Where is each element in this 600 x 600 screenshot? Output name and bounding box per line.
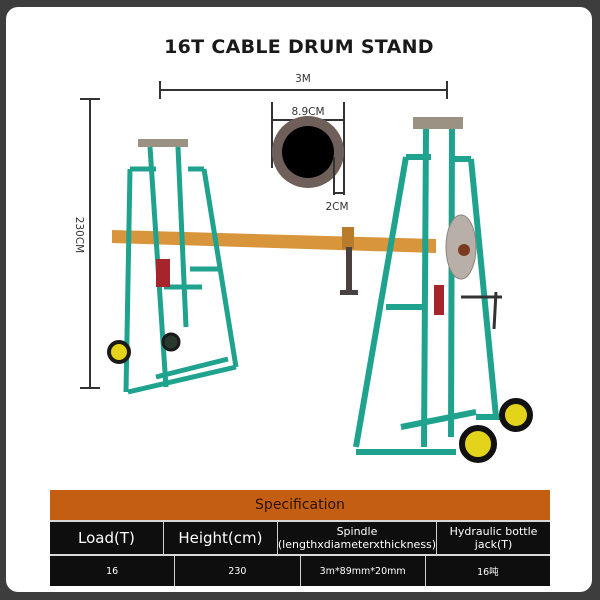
- col-header-spindle: Spindle (lengthxdiameterxthickness): [276, 522, 437, 554]
- spindle: [112, 227, 436, 295]
- diameter-label: 8.9CM: [291, 106, 324, 118]
- cell-spindle: 3m*89mm*20mm: [299, 556, 425, 586]
- col-header-spindle-label: Spindle: [336, 525, 378, 538]
- product-card: 16T CABLE DRUM STAND 3M 230CM 8.9CM 2CM: [6, 7, 592, 592]
- spec-table: Specification Load(T) Height(cm) Spindle…: [50, 490, 550, 586]
- product-illustration: 3M 230CM 8.9CM 2CM: [73, 73, 533, 463]
- cell-height: 230: [174, 556, 299, 586]
- height-dimension: 230CM: [73, 98, 100, 389]
- col-header-height: Height(cm): [162, 522, 277, 554]
- page-title: 16T CABLE DRUM STAND: [164, 36, 434, 58]
- spec-header-row: Load(T) Height(cm) Spindle (lengthxdiame…: [50, 520, 550, 554]
- table-row: 16 230 3m*89mm*20mm 16吨: [50, 554, 550, 586]
- col-header-spindle-sublabel: (lengthxdiameterxthickness): [277, 538, 437, 551]
- length-dimension: 3M: [159, 73, 448, 99]
- left-stand: [107, 139, 239, 395]
- right-stand: [353, 117, 533, 463]
- thickness-label: 2CM: [325, 201, 348, 213]
- cell-load: 16: [106, 565, 119, 577]
- col-header-load: Load(T): [78, 529, 135, 547]
- height-label: 230CM: [73, 217, 85, 253]
- spec-table-title: Specification: [50, 490, 550, 520]
- length-label: 3M: [295, 73, 311, 85]
- cell-jack: 16吨: [424, 556, 550, 586]
- pipe-cross-section: 8.9CM 2CM: [271, 102, 349, 213]
- col-header-jack: Hydraulic bottle jack(T): [436, 522, 550, 554]
